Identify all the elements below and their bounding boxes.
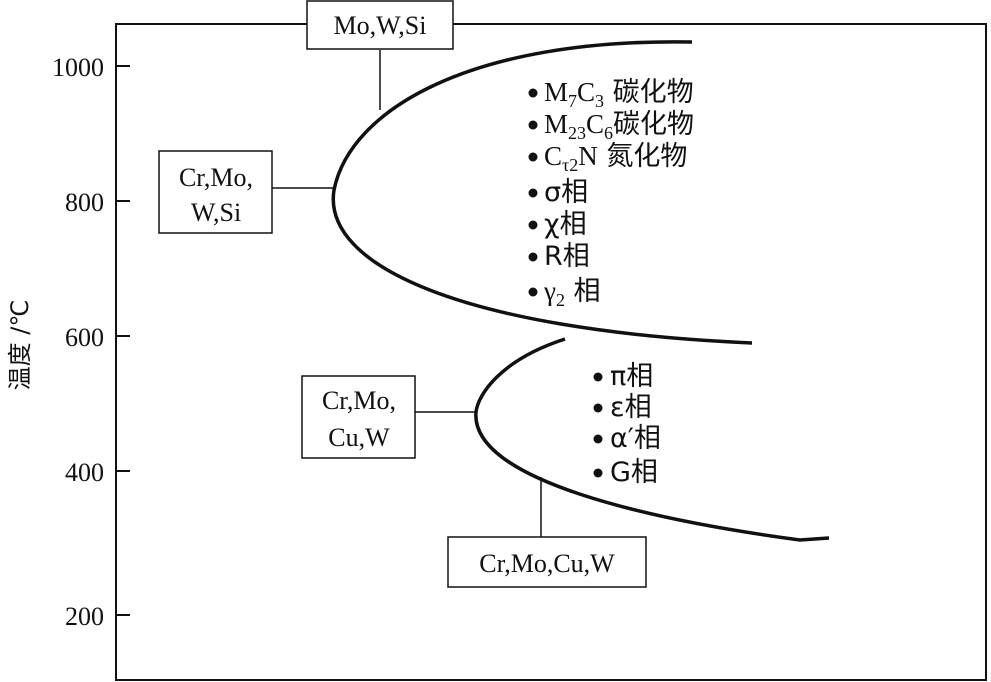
svg-text:Cr,Mo,: Cr,Mo, bbox=[322, 386, 396, 415]
y-axis-ticks bbox=[116, 65, 130, 616]
phase-gamma2: γ2 相 bbox=[543, 276, 601, 310]
y-axis-title: 温度 /℃ bbox=[6, 300, 34, 391]
bullet bbox=[528, 120, 538, 130]
bullet bbox=[528, 287, 538, 297]
plot-frame bbox=[115, 23, 987, 681]
svg-text:Mo,W,Si: Mo,W,Si bbox=[334, 11, 427, 40]
phase-ct2n: Cτ2N 氮化物 bbox=[544, 141, 687, 175]
phase-alpha-prime: α′相 bbox=[610, 423, 661, 454]
label-box-upper-left: Cr,Mo, W,Si bbox=[158, 150, 273, 234]
label-box-top: Mo,W,Si bbox=[306, 0, 454, 50]
phase-pi: π相 bbox=[610, 361, 653, 392]
svg-text:Cu,W: Cu,W bbox=[328, 423, 390, 452]
phase-m7c3: M7C3 碳化物 bbox=[544, 77, 694, 111]
lower-phase-list: π相 ε相 α′相 G相 bbox=[593, 361, 661, 488]
lower-c-curve bbox=[474, 337, 830, 542]
phase-chi: χ相 bbox=[544, 209, 587, 240]
bullet bbox=[528, 252, 538, 262]
phase-m23c6: M23C6碳化物 bbox=[544, 109, 694, 143]
bullet bbox=[593, 434, 603, 444]
bullet bbox=[593, 468, 603, 478]
label-box-bottom: Cr,Mo,Cu,W bbox=[447, 536, 647, 588]
svg-text:W,Si: W,Si bbox=[191, 198, 241, 227]
svg-text:Cr,Mo,Cu,W: Cr,Mo,Cu,W bbox=[479, 549, 615, 578]
tick-label-800: 800 bbox=[65, 188, 104, 217]
upper-c-curve bbox=[331, 40, 753, 345]
bullet bbox=[593, 372, 603, 382]
bullet bbox=[528, 88, 538, 98]
phase-sigma: σ相 bbox=[544, 177, 588, 208]
bullet bbox=[593, 403, 603, 413]
label-box-lower-left: Cr,Mo, Cu,W bbox=[301, 375, 416, 459]
tick-label-200: 200 bbox=[65, 602, 104, 631]
tick-label-600: 600 bbox=[65, 323, 104, 352]
bullet bbox=[528, 188, 538, 198]
svg-text:Cr,Mo,: Cr,Mo, bbox=[179, 163, 253, 192]
tick-label-1000: 1000 bbox=[52, 53, 104, 82]
phase-epsilon: ε相 bbox=[610, 392, 652, 423]
bullet bbox=[528, 152, 538, 162]
phase-r: R相 bbox=[544, 241, 590, 272]
upper-phase-list: M7C3 碳化物 M23C6碳化物 Cτ2N 氮化物 σ相 χ相 R相 γ2 相 bbox=[528, 77, 694, 310]
tick-label-400: 400 bbox=[65, 458, 104, 487]
bullet bbox=[528, 220, 538, 230]
phase-g: G相 bbox=[610, 457, 658, 488]
leader-lines bbox=[272, 50, 542, 537]
